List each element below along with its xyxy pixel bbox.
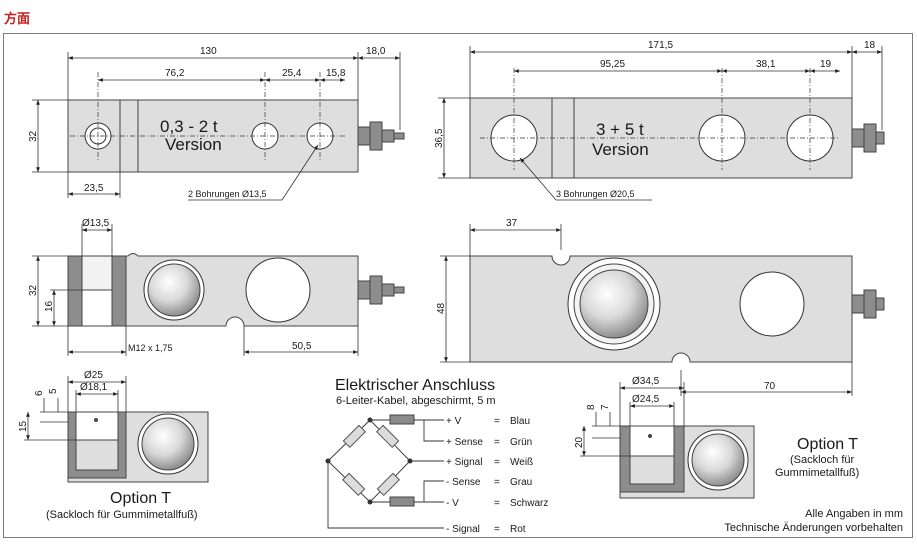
thread-label: M12 x 1,75: [128, 343, 173, 353]
resistor-icon: [342, 424, 367, 449]
signal-label: - Signal: [446, 524, 480, 535]
dim-18: Ø18,1: [80, 382, 108, 393]
eq-sign: =: [494, 524, 500, 535]
dim-15: 15: [18, 420, 29, 432]
page-header-title: 方面: [4, 11, 31, 26]
option-subtitle: Gummimetallfuß): [775, 467, 859, 479]
dim-34: Ø34,5: [632, 376, 660, 387]
dim-8: 8: [586, 404, 597, 410]
load-ball-icon: [579, 269, 649, 339]
resistor-icon: [389, 496, 415, 507]
cable-gland-icon: [851, 289, 885, 319]
dim-70: 70: [764, 381, 776, 392]
version-label: Version: [592, 140, 649, 159]
version-label: Version: [165, 135, 222, 154]
wiring-diagram: Elektrischer Anschluss 6-Leiter-Kabel, a…: [325, 377, 548, 535]
dim-25: Ø25: [84, 370, 103, 381]
eq-sign: =: [494, 437, 500, 448]
signal-label: + Signal: [446, 457, 482, 468]
eq-sign: =: [494, 477, 500, 488]
resistor-icon: [375, 424, 400, 449]
eq-sign: =: [494, 457, 500, 468]
dim-37: 37: [506, 218, 518, 229]
option-t-right: Ø34,5 Ø24,5 8 7 20 Option T (Sackloch fü…: [574, 376, 859, 499]
option-t-left: Ø25 Ø18,1 6 5 15 Option T (Sackloch für …: [18, 370, 209, 521]
wiring-legend: + V = Blau + Sense = Grün + Signal = Wei…: [446, 416, 548, 535]
holes-label: 3 Bohrungen Ø20,5: [556, 189, 635, 199]
option-title: Option T: [797, 436, 858, 453]
holes-label: 2 Bohrungen Ø13,5: [188, 189, 267, 199]
signal-label: - V: [446, 498, 459, 509]
option-subtitle: (Sackloch für: [790, 454, 855, 466]
mount-hole: [245, 257, 311, 323]
eq-sign: =: [494, 416, 500, 427]
dim-overall-length: 171,5: [648, 40, 673, 51]
dim-6: 6: [34, 390, 45, 396]
dim-24: Ø24,5: [632, 394, 660, 405]
footer-note: Technische Änderungen vorbehalten: [724, 522, 903, 534]
top-left-view: 130 18,0 76,2 25,4 15,8 32 23,5 0,3 - 2 …: [28, 46, 405, 201]
top-right-view: 171,5 18 95,25 38,1 19 36,5 3 + 5 t Vers…: [434, 40, 885, 201]
cable-gland-icon: [851, 123, 885, 153]
dim-19: 19: [820, 59, 832, 70]
dim-23: 23,5: [84, 183, 104, 194]
wire-color: Schwarz: [510, 498, 548, 509]
dim-5: 5: [48, 388, 59, 394]
footer-note: Alle Angaben in mm: [805, 508, 903, 520]
wire-color: Grau: [510, 477, 532, 488]
signal-label: - Sense: [446, 477, 481, 488]
dim-height: 36,5: [434, 128, 445, 148]
wire-color: Blau: [510, 416, 530, 427]
cable-gland-icon: [357, 121, 405, 151]
signal-label: + Sense: [446, 437, 483, 448]
wire-color: Weiß: [510, 457, 533, 468]
dim-7: 7: [600, 404, 611, 410]
signal-label: + V: [446, 416, 462, 427]
version-label: 0,3 - 2 t: [160, 117, 218, 136]
mid-right-view: 37 48 70: [436, 218, 885, 396]
option-title: Option T: [110, 490, 171, 507]
dim-25: 25,4: [282, 68, 302, 79]
dim-height: 32: [28, 284, 39, 296]
dim-38: 38,1: [756, 59, 776, 70]
dim-thread-height: 16: [44, 300, 55, 312]
dim-76: 76,2: [165, 68, 185, 79]
dim-15: 15,8: [326, 68, 346, 79]
dim-95: 95,25: [600, 59, 625, 70]
dim-cable-length: 18: [864, 40, 876, 51]
wire-color: Rot: [510, 524, 526, 535]
dim-height: 48: [436, 302, 447, 314]
load-ball-icon: [141, 417, 195, 471]
eq-sign: =: [494, 498, 500, 509]
option-subtitle: (Sackloch für Gummimetallfuß): [46, 509, 198, 521]
resistor-icon: [341, 472, 366, 497]
wiring-title: Elektrischer Anschluss: [335, 377, 495, 394]
dim-50: 50,5: [292, 341, 312, 352]
bridge-circuit: [327, 419, 411, 503]
mid-left-view: Ø13,5 32 16 M12 x 1,75 50,5: [28, 218, 405, 356]
dim-overall-length: 130: [200, 46, 217, 57]
mount-hole: [739, 271, 805, 337]
dim-cable-length: 18,0: [366, 46, 386, 57]
wiring-subtitle: 6-Leiter-Kabel, abgeschirmt, 5 m: [336, 395, 496, 407]
dim-20: 20: [574, 436, 585, 448]
load-ball-icon: [691, 433, 745, 487]
resistor-icon: [389, 414, 415, 425]
dim-height: 32: [28, 130, 39, 142]
version-label: 3 + 5 t: [596, 120, 644, 139]
resistor-icon: [376, 472, 401, 497]
cable-gland-icon: [357, 275, 405, 305]
load-ball-icon: [147, 263, 201, 317]
wire-color: Grün: [510, 437, 532, 448]
dim-hole: Ø13,5: [82, 218, 110, 229]
